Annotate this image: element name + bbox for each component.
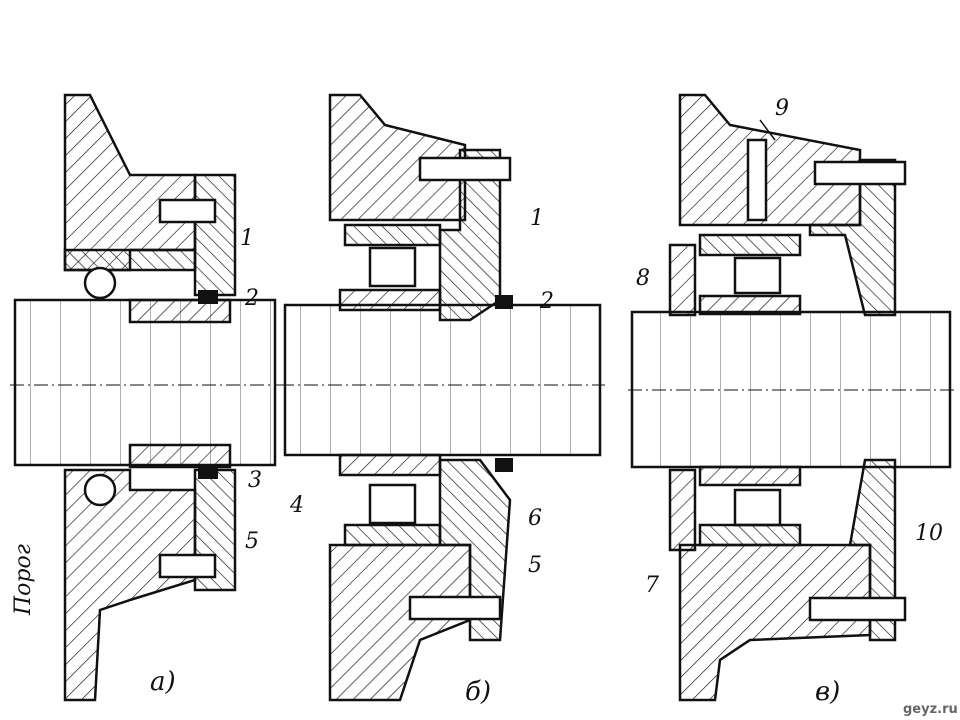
label-6-b: 6 <box>528 506 542 531</box>
housing-bottom-a <box>63 468 197 702</box>
roller-top-c <box>733 256 782 295</box>
label-3-a: 3 <box>248 468 262 493</box>
sleeve-top-a <box>128 298 232 324</box>
bolt-bottom-a <box>158 553 217 579</box>
inner-ring-bottom-c <box>698 465 802 487</box>
cover-top-a <box>193 173 237 297</box>
ball-bottom-a <box>83 473 117 507</box>
housing-top-a <box>63 93 197 272</box>
label-1-b: 1 <box>530 206 544 231</box>
sleeve-bottom-a <box>128 443 232 469</box>
outer-ring-a <box>63 248 197 272</box>
caption-a: а) <box>150 667 176 697</box>
label-7-c: 7 <box>645 573 659 598</box>
outer-ring-top-b <box>343 223 442 247</box>
shaft-a <box>13 298 277 467</box>
label-2-a: 2 <box>244 286 259 311</box>
roller-bottom-b <box>368 483 417 525</box>
labyrinth-bottom-c <box>668 468 697 552</box>
inner-ring-bottom-b <box>338 453 442 477</box>
bolt-top-b <box>418 156 512 182</box>
inner-ring-top-c <box>698 294 802 316</box>
grease-fitting-c <box>746 138 768 222</box>
label-5-a: 5 <box>245 529 259 554</box>
roller-top-b <box>368 246 417 288</box>
caption-b: б) <box>465 677 491 707</box>
bolt-top-a <box>158 198 217 224</box>
cover-top-c <box>808 158 897 317</box>
outer-ring-top-c <box>698 233 802 257</box>
housing-bottom-c <box>678 543 872 702</box>
label-9-c: 9 <box>775 96 789 121</box>
label-5-b: 5 <box>528 553 542 578</box>
cover-bottom-b <box>438 458 512 642</box>
outer-ring-bottom-c <box>698 523 802 547</box>
assembly-c: 9 8 7 10 в) <box>628 93 955 707</box>
bolt-bottom-c <box>808 596 907 622</box>
bolt-top-c <box>813 160 907 186</box>
label-10-c: 10 <box>915 521 943 546</box>
caption-c: в) <box>815 677 840 707</box>
seal-bottom-b <box>495 458 513 472</box>
seal-top-b <box>495 295 513 309</box>
housing-top-b <box>328 93 467 222</box>
seal-bottom-a <box>198 465 218 479</box>
watermark: geyz.ru <box>903 702 958 717</box>
ball-top-a <box>83 266 117 300</box>
housing-bottom-b <box>328 543 472 702</box>
labyrinth-top-c <box>668 243 697 317</box>
roller-bottom-c <box>733 488 782 527</box>
threshold-label: Порог <box>11 544 36 616</box>
assembly-b: 1 2 4 6 5 б) <box>280 93 605 707</box>
assembly-a: 1 2 3 5 Порог а) <box>10 93 280 702</box>
label-2-b: 2 <box>539 289 554 314</box>
label-4-b: 4 <box>289 493 304 518</box>
housing-top-c <box>678 93 862 227</box>
label-1-a: 1 <box>240 226 254 251</box>
seal-top-a <box>198 290 218 304</box>
shaft-b <box>283 303 602 457</box>
inner-ring-top-b <box>338 288 442 312</box>
bolt-bottom-b <box>408 595 502 621</box>
label-8-c: 8 <box>636 266 650 291</box>
outer-ring-bottom-b <box>343 523 442 547</box>
